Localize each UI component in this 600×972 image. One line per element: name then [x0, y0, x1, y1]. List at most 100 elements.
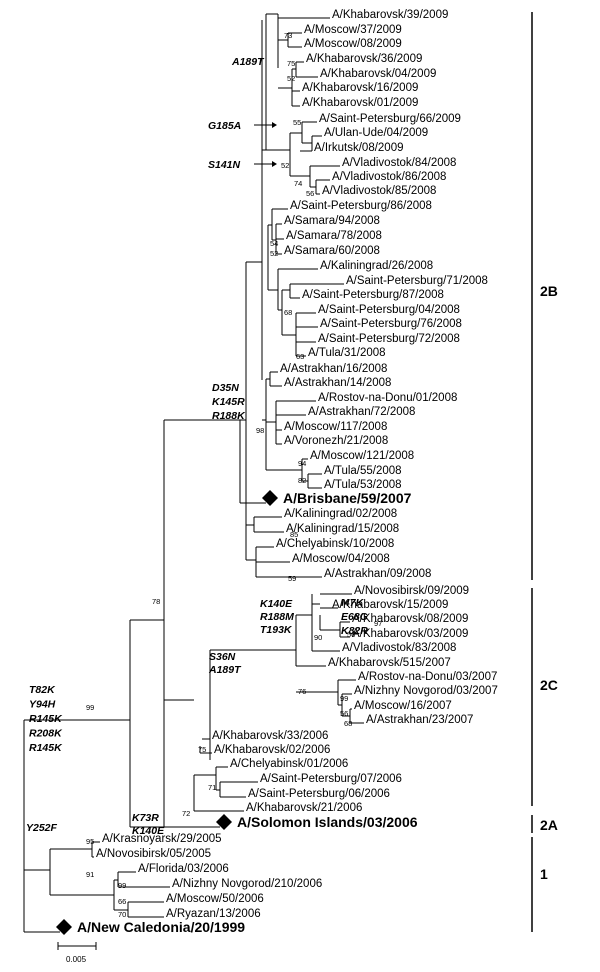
leaf-label: A/Saint-Petersburg/87/2008: [302, 289, 444, 301]
leaf-label: A/Voronezh/21/2008: [284, 435, 388, 447]
bootstrap-value: 71: [208, 783, 216, 792]
leaf-label: A/Solomon Islands/03/2006: [237, 814, 418, 830]
bootstrap-value: 91: [86, 870, 94, 879]
leaf-label: A/Moscow/08/2009: [304, 38, 402, 50]
leaf-label: A/Khabarovsk/02/2006: [214, 744, 330, 756]
leaf-label: A/Brisbane/59/2007: [283, 490, 412, 506]
leaf-label: A/Krasnoyarsk/29/2005: [102, 833, 222, 845]
leaf-label: A/New Caledonia/20/1999: [77, 919, 245, 935]
leaf-label: A/Moscow/04/2008: [292, 553, 390, 565]
leaf-label: A/Vladivostok/86/2008: [332, 171, 446, 183]
bootstrap-value: 52: [270, 249, 278, 258]
leaf-label: A/Khabarovsk/03/2009: [352, 628, 468, 640]
leaf-label: A/Moscow/37/2009: [304, 24, 402, 36]
bootstrap-value: 99: [86, 703, 94, 712]
leaf-label: A/Khabarovsk/15/2009: [332, 599, 448, 611]
mutation-label: A189T: [208, 664, 242, 676]
bootstrap-value: 59: [288, 574, 296, 583]
clade-label-2B: 2B: [540, 283, 558, 299]
mutation-label: G185A: [208, 120, 241, 132]
leaf-label: A/Chelyabinsk/01/2006: [230, 758, 348, 770]
bootstrap-value: 82: [298, 476, 306, 485]
leaf-label: A/Khabarovsk/01/2009: [302, 97, 418, 109]
bootstrap-value: 56: [347, 630, 355, 639]
leaf-label: A/Moscow/50/2006: [166, 893, 264, 905]
bootstrap-value: 66: [118, 897, 126, 906]
mutation-label: E68G: [341, 611, 368, 623]
bootstrap-value: 72: [182, 809, 190, 818]
leaf-label: A/Saint-Petersburg/06/2006: [248, 788, 390, 800]
leaf-label: A/Khabarovsk/08/2009: [352, 613, 468, 625]
leaf-label: A/Astrakhan/72/2008: [308, 406, 415, 418]
mutation-label: K82R: [341, 625, 368, 637]
reference-diamond-icon: [216, 814, 232, 830]
bootstrap-value: 95: [86, 837, 94, 846]
bootstrap-value: 73: [284, 31, 292, 40]
leaf-label: A/Khabarovsk/16/2009: [302, 82, 418, 94]
arrow-head-icon: [272, 161, 277, 167]
leaf-label: A/Khabarovsk/515/2007: [328, 657, 451, 669]
tree-branches: [23, 13, 364, 933]
bootstrap-value: 56: [306, 189, 314, 198]
mutation-label: T82K: [29, 684, 56, 696]
bootstrap-value: 98: [256, 426, 264, 435]
leaf-label: A/Ulan-Ude/04/2009: [324, 127, 428, 139]
leaf-label: A/Khabarovsk/39/2009: [332, 9, 448, 21]
mutation-label: R208K: [29, 728, 63, 740]
clade-label-1: 1: [540, 866, 548, 882]
mutation-label: Y252F: [26, 822, 58, 834]
leaf-label: A/Nizhny Novgorod/210/2006: [172, 878, 322, 890]
reference-diamond-icon: [56, 919, 72, 935]
leaf-label: A/Vladivostok/84/2008: [342, 157, 456, 169]
leaf-label: A/Khabarovsk/21/2006: [246, 802, 362, 814]
leaf-label: A/Astrakhan/16/2008: [280, 363, 387, 375]
leaf-label: A/Moscow/121/2008: [310, 450, 414, 462]
leaf-label: A/Khabarovsk/33/2006: [212, 730, 328, 742]
leaf-label: A/Kaliningrad/02/2008: [284, 508, 397, 520]
mutation-label: Y94H: [29, 699, 56, 711]
leaf-label: A/Saint-Petersburg/04/2008: [318, 304, 460, 316]
leaf-label: A/Tula/53/2008: [324, 479, 402, 491]
bootstrap-value: 70: [118, 910, 126, 919]
leaf-label: A/Chelyabinsk/10/2008: [276, 538, 394, 550]
reference-diamond-icon: [262, 490, 278, 506]
bootstrap-value: 68: [284, 308, 292, 317]
mutation-label: K145R: [212, 396, 245, 408]
bootstrap-value: 90: [314, 633, 322, 642]
bootstrap-value: 68: [344, 719, 352, 728]
bootstrap-value: 85: [290, 530, 298, 539]
mutation-label: T193K: [260, 624, 293, 636]
leaf-label: A/Tula/55/2008: [324, 465, 402, 477]
bootstrap-value: 75: [287, 59, 295, 68]
mutation-label: A189T: [231, 56, 265, 68]
leaf-label: A/Saint-Petersburg/66/2009: [319, 113, 461, 125]
leaf-label: A/Novosibirsk/05/2005: [96, 848, 211, 860]
mutation-label: D35N: [212, 382, 239, 394]
leaf-labels: A/Khabarovsk/39/2009A/Moscow/37/2009A/Mo…: [56, 9, 498, 935]
arrow-head-icon: [272, 122, 277, 128]
bootstrap-value: 54: [270, 239, 278, 248]
mutation-label: R188K: [212, 410, 246, 422]
leaf-label: A/Nizhny Novgorod/03/2007: [354, 685, 498, 697]
leaf-label: A/Saint-Petersburg/72/2008: [318, 333, 460, 345]
leaf-label: A/Khabarovsk/04/2009: [320, 68, 436, 80]
leaf-label: A/Saint-Petersburg/07/2006: [260, 773, 402, 785]
bootstrap-value: 94: [298, 459, 306, 468]
leaf-label: A/Khabarovsk/36/2009: [306, 53, 422, 65]
bootstrap-value: 99: [340, 694, 348, 703]
leaf-label: A/Astrakhan/14/2008: [284, 377, 391, 389]
mutation-label: S36N: [209, 651, 236, 663]
scale-bar-label: 0.005: [66, 955, 87, 964]
leaf-label: A/Ryazan/13/2006: [166, 908, 261, 920]
bootstrap-values: 7375525552745654526863989482855978975690…: [86, 31, 382, 919]
leaf-label: A/Vladivostok/85/2008: [322, 185, 436, 197]
clade-brackets: 2B 2C 2A 1: [531, 12, 558, 932]
clade-label-2C: 2C: [540, 677, 558, 693]
leaf-label: A/Irkutsk/08/2009: [314, 142, 404, 154]
mutation-label: R188M: [260, 611, 294, 623]
leaf-label: A/Saint-Petersburg/76/2008: [320, 318, 462, 330]
leaf-label: A/Astrakhan/23/2007: [366, 714, 473, 726]
bootstrap-value: 55: [293, 118, 301, 127]
leaf-label: A/Moscow/16/2007: [354, 700, 452, 712]
